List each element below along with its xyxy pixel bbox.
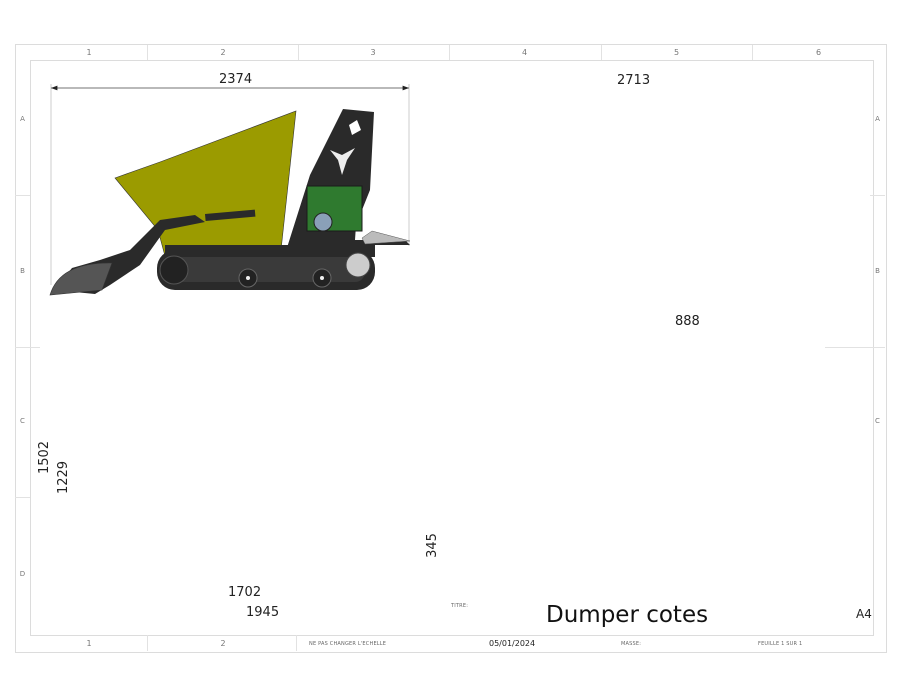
dim-body-height: 1229 [56,460,72,495]
title-label: TITRE: [451,603,469,609]
zone-col-2: 2 [220,48,226,57]
scale-warning: NE PAS CHANGER L'ECHELLE [309,641,387,647]
zone-col-6: 6 [815,48,822,57]
zone-row-d-left: D [19,570,26,578]
zone-row-c-left: C [20,417,25,425]
drawing-date: 05/01/2024 [489,639,536,648]
zone-col-1-bottom: 1 [86,639,92,648]
sheet-size: A4 [856,607,872,621]
zone-row-a-left: A [20,115,25,123]
dim-max-height: 1502 [37,440,53,475]
drawing-frame [30,60,874,636]
zone-row-b-right: B [875,267,880,275]
zone-col-5: 5 [673,48,680,57]
zone-col-4: 4 [521,48,528,57]
zone-col-1: 1 [86,48,92,57]
zone-row-c-right: C [875,417,880,425]
dim-track-length: 1702 [228,585,262,600]
zone-row-a-right: A [875,115,880,123]
sheet-number: FEUILLE 1 SUR 1 [758,641,803,647]
dim-overall-length-extended: 2713 [617,73,651,88]
view-side-bucket-lowered [49,84,411,296]
zone-col-3: 3 [370,48,376,57]
zone-col-2-bottom: 2 [220,639,226,648]
mass-label: MASSE: [621,641,642,647]
dim-front-width: 888 [675,314,700,329]
zone-row-b-left: B [20,267,25,275]
dim-platform-height: 345 [424,533,440,558]
dim-machine-length: 1945 [246,605,280,620]
drawing-title: Dumper cotes [546,602,709,628]
sheet-border [15,44,887,653]
dim-overall-length-lowered: 2374 [219,72,253,87]
